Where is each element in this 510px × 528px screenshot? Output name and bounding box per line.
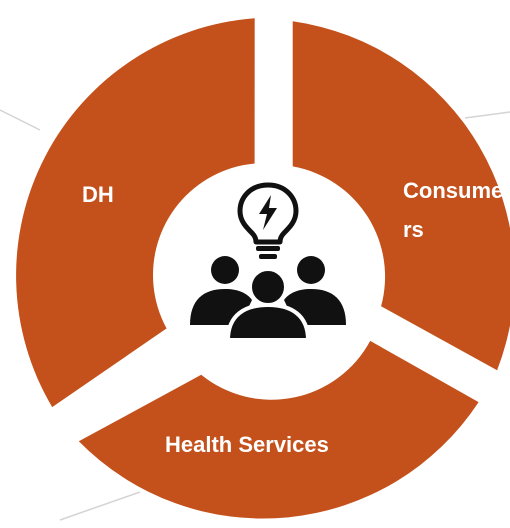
segment-consumers[interactable]	[292, 21, 510, 371]
segment-dh[interactable]	[16, 18, 255, 408]
segment-label-consumers: Consume rs	[403, 178, 509, 242]
segment-label-dh: DH	[82, 182, 114, 207]
connector-line-right	[464, 111, 510, 119]
lightbulb-icon	[237, 182, 299, 259]
segment-label-consumers-line2: rs	[403, 217, 424, 242]
lightning-bolt-icon	[259, 195, 277, 230]
connector-line-bottom	[59, 491, 141, 521]
people-with-lightbulb-idea-icon	[190, 182, 346, 342]
connector-line-left	[0, 109, 41, 131]
segment-label-health-services: Health Services	[165, 432, 329, 457]
segment-label-consumers-line1: Consume	[403, 178, 503, 203]
people-group-icon	[190, 256, 346, 342]
ring	[16, 18, 510, 519]
segment-health-services[interactable]	[78, 340, 479, 519]
